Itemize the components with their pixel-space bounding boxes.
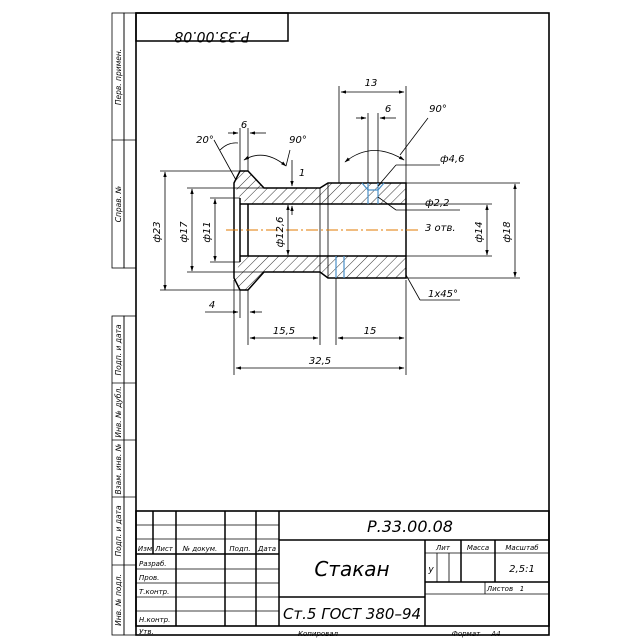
format-label: Формат: [452, 630, 481, 638]
dim-d4-6: ф4,6: [440, 154, 464, 165]
tb-role-razrab: Разраб.: [139, 560, 167, 568]
dim-len-1: 1: [299, 168, 305, 179]
side-label-sprav-no: Справ. №: [114, 186, 123, 223]
tb-header-mass: Масса: [467, 544, 489, 552]
format-value: А4: [490, 630, 500, 638]
dim-d18: ф18: [502, 221, 513, 242]
copied-label: Копировал: [298, 630, 339, 638]
part-name: Стакан: [314, 557, 389, 581]
side-strips: [111, 12, 137, 636]
side-label-podp-data-1: Подп. и дата: [114, 324, 123, 375]
dim-d17: ф17: [179, 221, 190, 243]
tb-header-list: Лист: [154, 545, 174, 553]
dim-len-15-5: 15,5: [273, 326, 295, 337]
rotated-drawing-code: Р.33.00.08: [174, 28, 249, 44]
lit-value: у: [427, 565, 434, 575]
tb-header-scale: Масштаб: [505, 544, 539, 552]
dim-len-6-left: 6: [241, 120, 247, 131]
tb-header-signature: Подп.: [229, 545, 250, 553]
dim-d2-2: ф2,2: [425, 198, 449, 209]
tb-header-doc-no: № докум.: [182, 545, 218, 553]
dim-holes: 3 отв.: [425, 223, 456, 234]
tb-header-lit: Лит: [435, 544, 451, 552]
tb-role-nkontr: Н.контр.: [139, 616, 170, 624]
side-label-inv-podl: Инв. № подл.: [114, 574, 123, 626]
sheets-label: Листов: [486, 585, 513, 593]
side-label-vzam-inv: Взам. инв. №: [114, 443, 123, 494]
dim-len-15: 15: [364, 326, 377, 337]
dim-len-32-5: 32,5: [309, 356, 331, 367]
dim-d11: ф11: [202, 221, 213, 242]
side-label-inv-dubl: Инв. № дубл.: [114, 386, 123, 437]
tb-header-izm: Изм: [138, 545, 153, 553]
dim-d12-6: ф12,6: [275, 217, 286, 248]
dim-chamfer: 1х45°: [428, 289, 458, 300]
dim-angle-20: 20°: [196, 135, 214, 146]
sheets-value: 1: [520, 585, 524, 593]
dim-len-4: 4: [209, 300, 215, 311]
drawing-code: Р.33.00.08: [367, 517, 453, 536]
dim-angle-90-right: 90°: [429, 104, 447, 115]
tb-role-utv: Утв.: [139, 628, 154, 636]
dim-d14: ф14: [474, 221, 485, 242]
material: Ст.5 ГОСТ 380–94: [283, 605, 421, 623]
dimension-lines: [160, 86, 520, 375]
tb-role-tkontr: Т.контр.: [139, 588, 169, 596]
tb-header-date: Дата: [257, 545, 276, 553]
scale-value: 2,5:1: [509, 564, 535, 575]
side-label-podp-data-2: Подп. и дата: [114, 505, 123, 556]
dim-angle-90-left: 90°: [289, 135, 307, 146]
sheet-frame: [135, 12, 550, 636]
tb-role-prov: Пров.: [139, 574, 159, 582]
side-label-perv-primen: Перв. примен.: [114, 49, 123, 105]
dim-len-6-right: 6: [385, 104, 391, 115]
dim-d23: ф23: [152, 221, 163, 242]
title-block: [135, 510, 550, 627]
dim-len-13: 13: [365, 78, 378, 89]
